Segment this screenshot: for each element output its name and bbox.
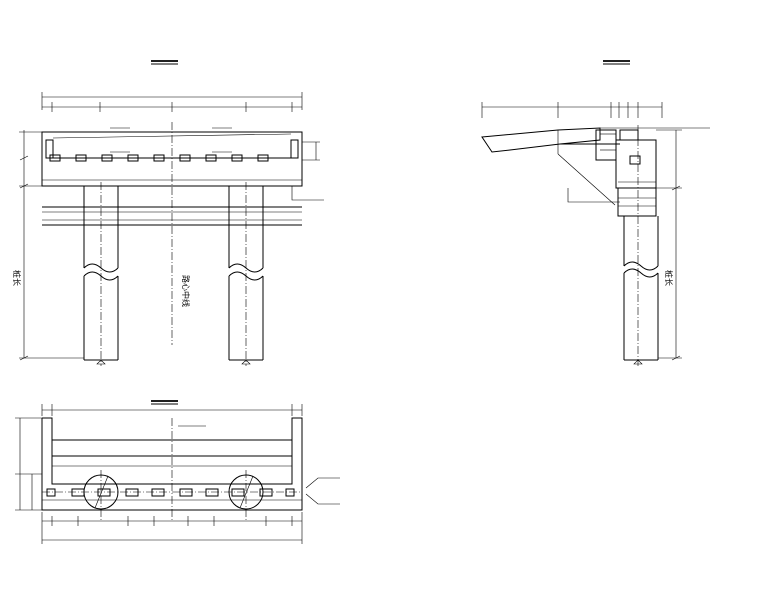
front-right-pile <box>228 182 264 366</box>
front-left-dimension <box>19 130 84 361</box>
plan-right-pile-circle <box>228 470 264 520</box>
pile-length-label-left: 桩长 <box>12 270 22 286</box>
side-right-dimension <box>656 129 682 361</box>
plan-view <box>15 400 340 544</box>
front-top-dimensions <box>41 92 303 112</box>
side-cantilever-deck <box>481 127 710 206</box>
plan-top-dimensions <box>41 404 303 416</box>
centerline-label: 路心中线 <box>181 275 191 307</box>
front-elevation-view: 路心中线 桩长 <box>12 60 324 366</box>
side-pile <box>567 125 659 366</box>
plan-left-dimension <box>15 417 42 511</box>
pile-length-label-right: 桩长 <box>664 270 674 286</box>
plan-left-pile-circle <box>83 470 119 520</box>
side-top-dimensions <box>481 102 663 118</box>
side-elevation-view: 桩长 <box>481 60 710 366</box>
plan-bottom-dimension <box>41 512 303 544</box>
front-bearings <box>49 127 269 162</box>
side-pier-cap <box>595 129 657 189</box>
plan-cap-outline <box>41 417 303 520</box>
plan-bearings <box>42 488 302 497</box>
front-left-pile <box>83 182 119 366</box>
